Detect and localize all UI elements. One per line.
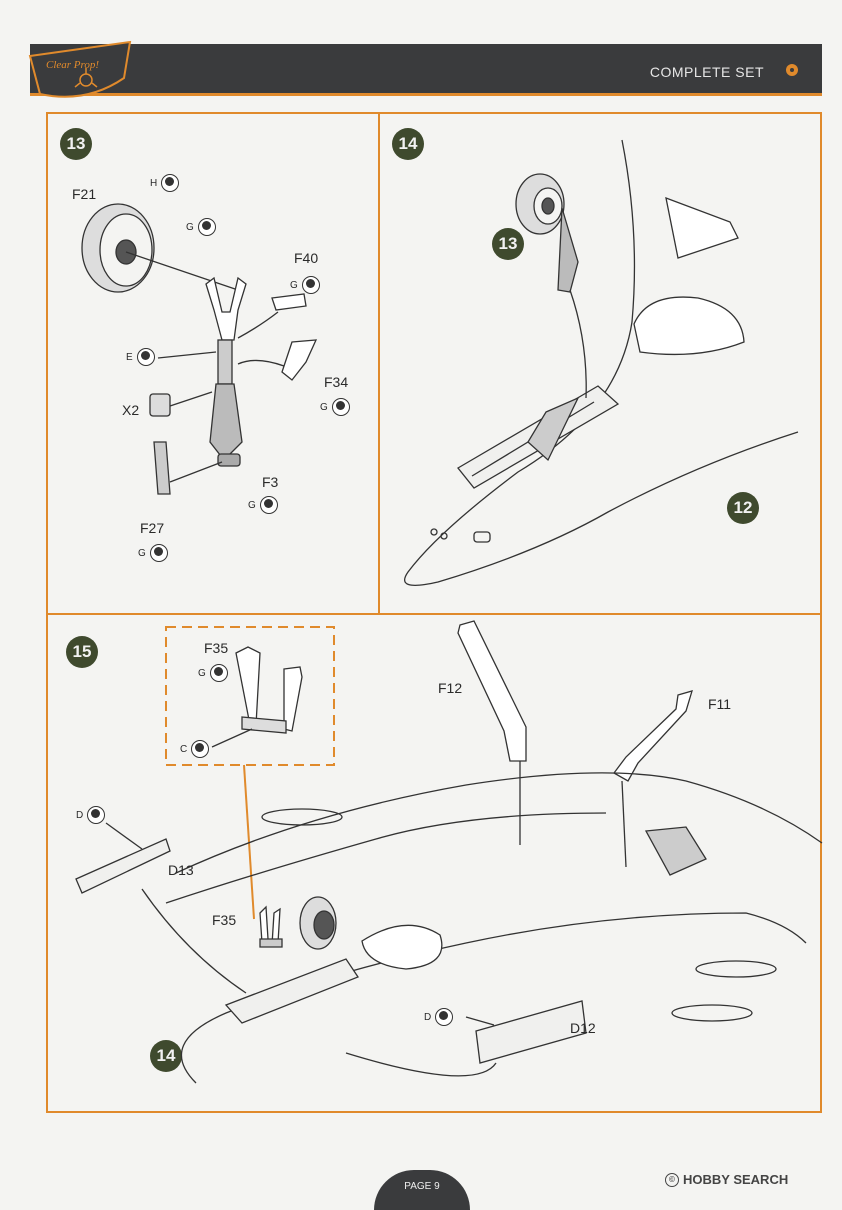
part-label-f35: F35 xyxy=(204,640,229,656)
part-label-f21: F21 xyxy=(72,186,97,202)
step-number: 14 xyxy=(392,128,424,160)
paint-drop-icon xyxy=(87,806,106,824)
header-bar xyxy=(30,44,822,96)
part-label-f27: F27 xyxy=(140,520,165,536)
paint-callout: G xyxy=(290,276,320,294)
paint-drop-icon xyxy=(435,1008,454,1026)
paint-code: G xyxy=(248,499,256,511)
part-label-f12: F12 xyxy=(438,680,463,696)
paint-code: G xyxy=(198,667,206,679)
substep-reference: 13 xyxy=(492,228,524,260)
paint-callout: G xyxy=(138,544,168,562)
paint-drop-icon xyxy=(301,276,320,294)
paint-callout: G xyxy=(198,664,228,682)
header-bullet-icon xyxy=(786,64,798,76)
paint-drop-icon xyxy=(161,174,180,192)
substep-reference: 12 xyxy=(727,492,759,524)
svg-text:Clear Prop!: Clear Prop! xyxy=(46,59,99,71)
paint-drop-icon xyxy=(331,398,350,416)
paint-callout: G xyxy=(320,398,350,416)
paint-callout: E xyxy=(126,348,155,366)
paint-drop-icon xyxy=(259,496,278,514)
part-label-d13: D13 xyxy=(168,862,194,878)
paint-drop-icon xyxy=(136,348,155,366)
paint-drop-icon xyxy=(209,664,228,682)
step-15-panel xyxy=(46,613,822,1113)
paint-callout: D xyxy=(76,806,106,824)
paint-code: C xyxy=(180,743,188,755)
watermark-text: HOBBY SEARCH xyxy=(683,1172,789,1187)
part-label-f3: F3 xyxy=(262,474,279,490)
paint-drop-icon xyxy=(191,740,210,758)
paint-callout: H xyxy=(150,174,180,192)
paint-code: H xyxy=(150,177,158,189)
fuselage-gear-doors-drawing xyxy=(75,620,823,1084)
copyright-icon: © xyxy=(665,1172,679,1187)
paint-drop-icon xyxy=(197,218,216,236)
part-label-d12: D12 xyxy=(570,1020,596,1036)
step-number: 13 xyxy=(60,128,92,160)
part-label-x2: X2 xyxy=(122,402,140,418)
paint-code: D xyxy=(424,1011,432,1023)
page-header: COMPLETE SET Clear Prop! xyxy=(0,0,842,110)
page-number: PAGE 9 xyxy=(404,1181,440,1192)
paint-code: G xyxy=(320,401,328,413)
paint-code: G xyxy=(290,279,298,291)
fuselage-wheel-well-drawing xyxy=(403,139,799,586)
part-label-f35: F35 xyxy=(212,912,237,928)
landing-gear-assembly-drawing xyxy=(81,203,318,495)
paint-callout: C xyxy=(180,740,210,758)
step-number: 15 xyxy=(66,636,98,668)
watermark: © HOBBY SEARCH xyxy=(665,1172,788,1187)
header-title: COMPLETE SET xyxy=(649,64,764,80)
paint-callout: G xyxy=(248,496,278,514)
paint-callout: G xyxy=(186,218,216,236)
brand-logo: Clear Prop! xyxy=(28,40,132,98)
paint-code: E xyxy=(126,351,133,363)
part-label-f40: F40 xyxy=(294,250,319,266)
paint-code: G xyxy=(186,221,194,233)
paint-callout: D xyxy=(424,1008,454,1026)
paint-code: G xyxy=(138,547,146,559)
part-label-f11: F11 xyxy=(708,696,732,712)
paint-drop-icon xyxy=(149,544,168,562)
substep-reference: 14 xyxy=(150,1040,182,1072)
paint-code: D xyxy=(76,809,84,821)
part-label-f34: F34 xyxy=(324,374,349,390)
